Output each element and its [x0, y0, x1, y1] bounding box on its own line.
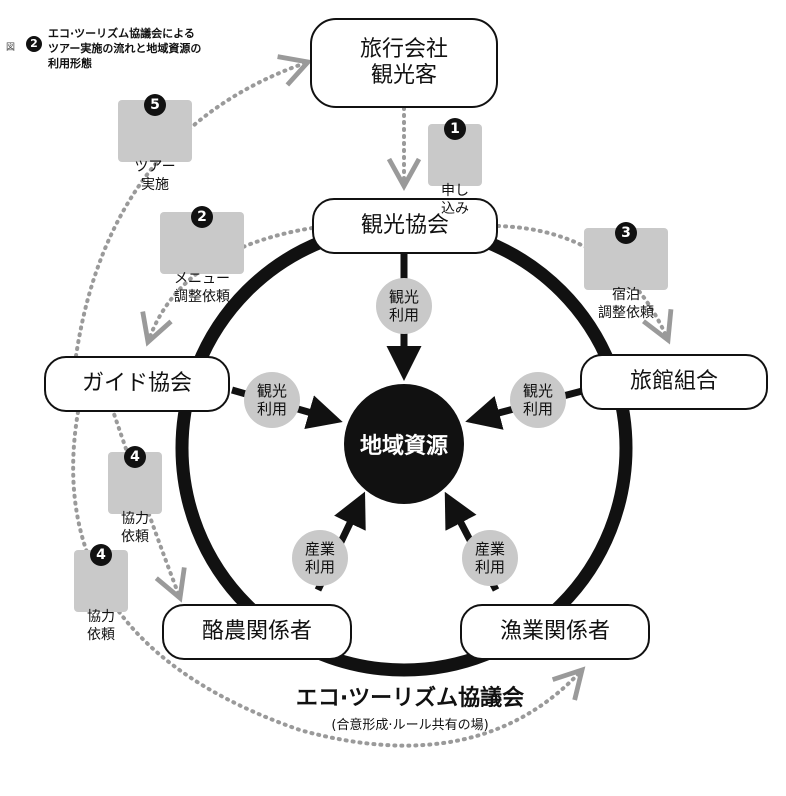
step-coop-inner-number: 4: [124, 446, 146, 468]
node-dairy: 酪農関係者: [162, 604, 352, 660]
step-menu-number: 2: [191, 206, 213, 228]
step-coop-inner: 4 協力 依頼: [108, 446, 162, 545]
step-coop-outer-number: 4: [90, 544, 112, 566]
step-coop-outer-label: 協力 依頼: [87, 609, 115, 643]
step-lodging: 3 宿泊 調整依頼: [584, 222, 668, 321]
node-inn-union: 旅館組合: [580, 354, 768, 410]
node-fishery: 漁業関係者: [460, 604, 650, 660]
flow-coop-inner: [110, 406, 187, 603]
flow-lodging: [496, 224, 674, 345]
council-title: エコ·ツーリズム協議会: [295, 686, 525, 711]
usage-badge-top: 観光 利用: [376, 278, 432, 334]
step-apply-number: 1: [444, 118, 466, 140]
step-apply: 1 申し 込み: [428, 118, 482, 217]
step-tour-number: 5: [144, 94, 166, 116]
center-local-resources: 地域資源: [344, 384, 464, 504]
step-coop-outer: 4 協力 依頼: [74, 544, 128, 643]
usage-badge-right: 観光 利用: [510, 372, 566, 428]
flow-tour: [74, 54, 313, 358]
flow-coop-outer: [71, 410, 586, 748]
step-lodging-number: 3: [615, 222, 637, 244]
node-tourism-association: 観光協会: [312, 198, 498, 254]
step-menu-label: メニュー 調整依頼: [174, 271, 230, 305]
caption-text: エコ·ツーリズム協議会による ツアー実施の流れと地域資源の 利用形態: [48, 27, 202, 70]
council-subtitle: (合意形成·ルール共有の場): [331, 718, 489, 733]
step-tour-label: ツアー 実施: [134, 159, 176, 193]
step-coop-inner-label: 協力 依頼: [121, 511, 149, 545]
step-apply-label: 申し 込み: [441, 183, 469, 217]
step-lodging-label: 宿泊 調整依頼: [598, 287, 654, 321]
usage-badge-bottom-left: 産業 利用: [292, 530, 348, 586]
step-tour: 5 ツアー 実施: [118, 94, 192, 193]
usage-badge-left: 観光 利用: [244, 372, 300, 428]
node-guide-association: ガイド協会: [44, 356, 230, 412]
caption-prefix: 図: [6, 43, 16, 53]
caption-number: 2: [26, 36, 42, 52]
usage-badge-bottom-right: 産業 利用: [462, 530, 518, 586]
node-travel-agency: 旅行会社 観光客: [310, 18, 498, 108]
step-menu: 2 メニュー 調整依頼: [160, 206, 244, 305]
